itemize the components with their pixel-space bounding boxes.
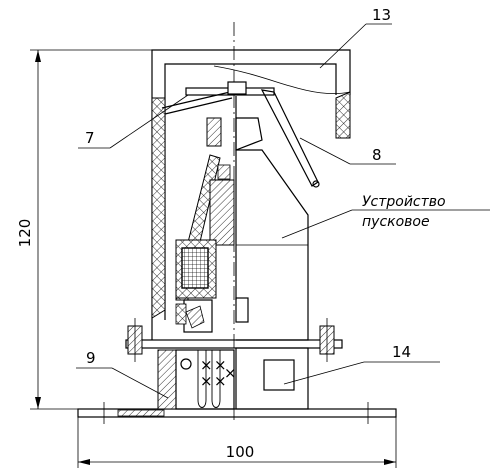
callout-14-label: 14 [392, 343, 411, 361]
mounting-flange [125, 318, 343, 362]
svg-text:×: × [214, 372, 227, 390]
svg-text:×: × [200, 356, 213, 374]
lever-arm [260, 89, 320, 188]
width-dimension-label: 100 [226, 443, 255, 461]
device-label-line2: пусковое [362, 214, 430, 230]
callout-13: 13 [319, 6, 392, 69]
nameplate [235, 347, 309, 410]
callout-7-label: 7 [85, 129, 95, 147]
terminal-contacts [197, 350, 221, 408]
width-dimension: 100 [77, 409, 397, 468]
height-dimension: 120 [16, 49, 152, 410]
callout-7: 7 [78, 94, 189, 149]
terminal-block: × × × × × [157, 349, 237, 410]
starting-device-body [235, 149, 309, 341]
svg-text:×: × [214, 356, 227, 374]
base-plate [77, 402, 397, 424]
callout-8-label: 8 [372, 146, 382, 164]
callout-8: 8 [299, 137, 396, 165]
svg-text:×: × [224, 364, 237, 382]
height-dimension-label: 120 [16, 219, 34, 248]
callout-9-label: 9 [86, 349, 96, 367]
svg-text:×: × [200, 372, 213, 390]
callout-14: 14 [283, 343, 440, 385]
callout-9: 9 [76, 349, 169, 399]
central-mechanism [185, 81, 275, 300]
coil-block [175, 239, 217, 333]
callout-13-label: 13 [372, 6, 391, 24]
callout-device: Устройство пусковое [281, 194, 490, 239]
device-label-line1: Устройство [362, 194, 446, 210]
cover-housing [151, 49, 351, 340]
